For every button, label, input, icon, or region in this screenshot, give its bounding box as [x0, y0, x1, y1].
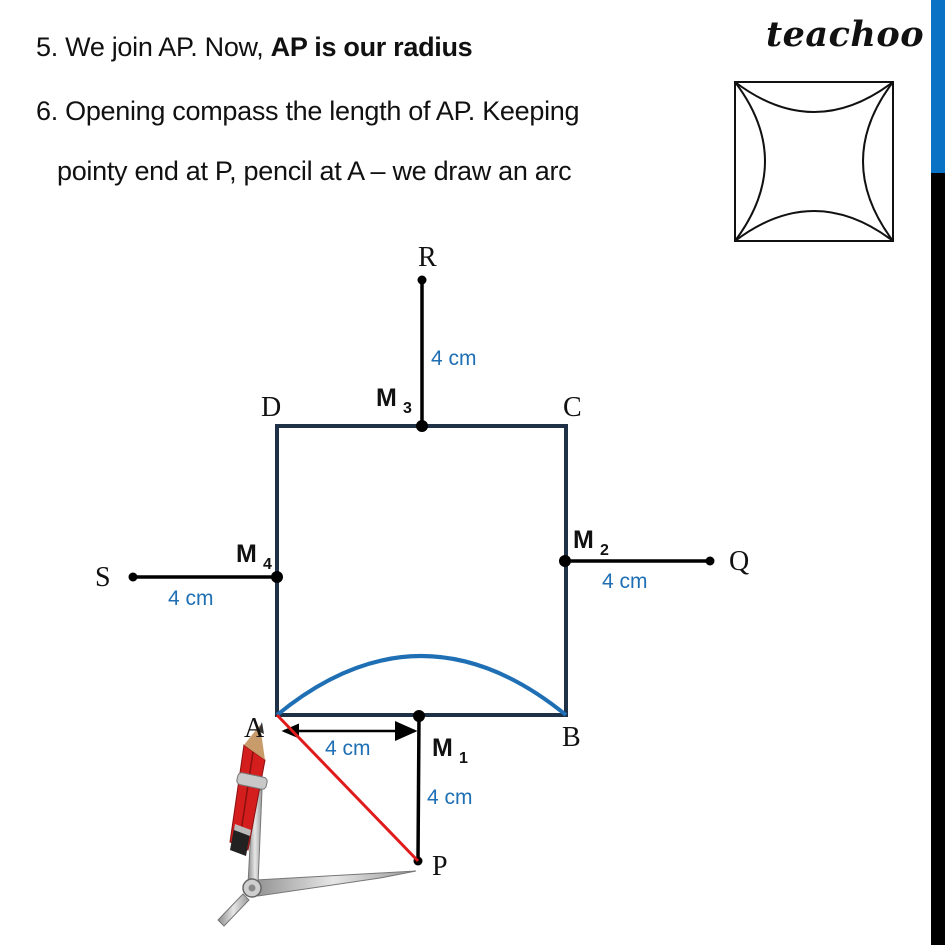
svg-text:M: M: [573, 526, 594, 554]
segment-m3-r: [416, 275, 428, 432]
step-5-emphasis: AP is our radius: [270, 32, 473, 62]
length-label-m2q: 4 cm: [602, 570, 648, 593]
svg-text:M: M: [376, 384, 397, 412]
step-5-prefix: 5. We join AP. Now,: [36, 32, 271, 62]
svg-text:3: 3: [403, 400, 412, 417]
label-q: Q: [729, 546, 749, 577]
length-label-am1: 4 cm: [325, 737, 371, 760]
label-a: A: [244, 713, 265, 744]
radius-ap: [275, 713, 420, 863]
segment-m2-q: [559, 555, 715, 567]
length-label-m1p: 4 cm: [427, 786, 473, 809]
length-label-m3r: 4 cm: [431, 347, 477, 370]
svg-text:M: M: [236, 540, 257, 568]
label-m2: M 2: [573, 526, 609, 559]
step-6-line-2: pointy end at P, pencil at A – we draw a…: [57, 156, 572, 186]
label-c: C: [563, 392, 582, 423]
label-p: P: [432, 851, 448, 882]
square-abcd: [275, 424, 568, 717]
segment-m1-p: [413, 710, 425, 866]
label-m4: M 4: [236, 540, 272, 573]
step-5-text: 5. We join AP. Now, AP is our radius: [36, 32, 473, 63]
side-accent-bar-black: [931, 173, 945, 945]
label-b: B: [562, 722, 581, 753]
compass-icon: [217, 722, 417, 927]
label-d: D: [261, 392, 281, 423]
step-6-line-1: 6. Opening compass the length of AP. Kee…: [36, 96, 580, 126]
svg-text:1: 1: [459, 750, 468, 767]
svg-text:2: 2: [600, 542, 609, 559]
final-figure-thumbnail-icon: [734, 81, 894, 242]
arc-ab: [275, 654, 568, 717]
label-m1: M 1: [432, 734, 468, 767]
segment-m4-s: [128, 571, 283, 583]
svg-text:4: 4: [263, 556, 272, 573]
length-label-m4s: 4 cm: [168, 587, 214, 610]
label-m3: M 3: [376, 384, 412, 417]
label-r: R: [418, 242, 437, 273]
side-accent-bar-blue: [931, 0, 945, 173]
label-s: S: [95, 562, 111, 593]
teachoo-logo: teachoo: [766, 14, 925, 55]
svg-text:M: M: [432, 734, 453, 762]
